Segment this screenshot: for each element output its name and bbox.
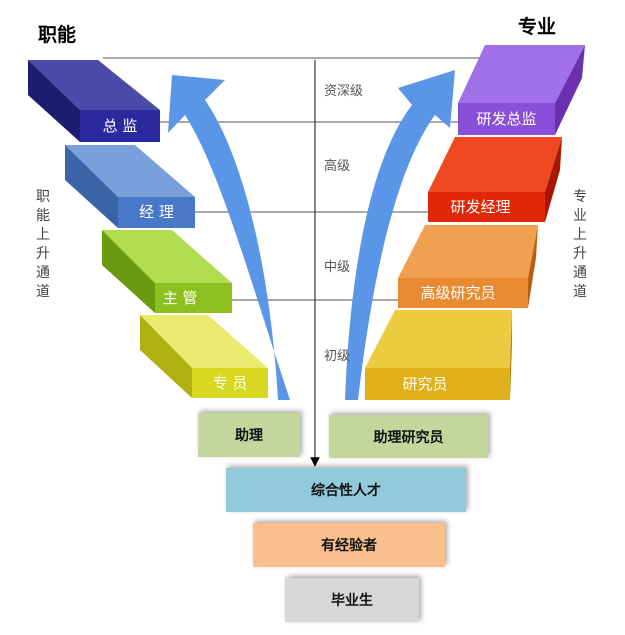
label-senior-researcher: 高级研究员	[420, 284, 496, 302]
label-researcher: 研究员	[402, 375, 448, 393]
right-up-arrow	[345, 70, 455, 400]
left-channel-label: 职能上升通道	[36, 189, 50, 300]
label-zhuguan: 主 管	[162, 289, 198, 307]
right-title: 专业	[518, 16, 557, 38]
right-channel-label: 专业上升通道	[573, 189, 587, 300]
base-graduate: 毕业生	[285, 578, 419, 622]
level-senior-expert: 资深级	[324, 84, 364, 99]
entry-assistant-researcher: 助理研究员	[329, 415, 488, 458]
block-zongjian	[28, 60, 160, 142]
entry-assistant: 助理	[198, 413, 300, 457]
label-rd-manager: 研发经理	[450, 198, 511, 216]
block-zhuanyuan	[140, 315, 268, 398]
block-rd-director	[458, 45, 585, 135]
block-senior-researcher	[398, 225, 538, 308]
label-jingli: 经 理	[139, 203, 174, 221]
block-researcher	[365, 310, 512, 400]
base-all-round-talent: 综合性人才	[226, 468, 466, 512]
level-middle: 中级	[324, 260, 351, 275]
left-title: 职能	[38, 24, 77, 46]
left-up-arrow	[168, 75, 290, 400]
block-jingli	[65, 145, 195, 228]
block-zhuguan	[102, 230, 232, 313]
label-rd-director: 研发总监	[476, 110, 537, 128]
level-senior: 高级	[324, 159, 351, 174]
block-rd-manager	[428, 137, 562, 222]
base-experienced: 有经验者	[253, 523, 445, 567]
label-zongjian: 总 监	[102, 117, 138, 135]
label-zhuanyuan: 专 员	[212, 374, 248, 392]
level-junior: 初级	[324, 349, 351, 364]
